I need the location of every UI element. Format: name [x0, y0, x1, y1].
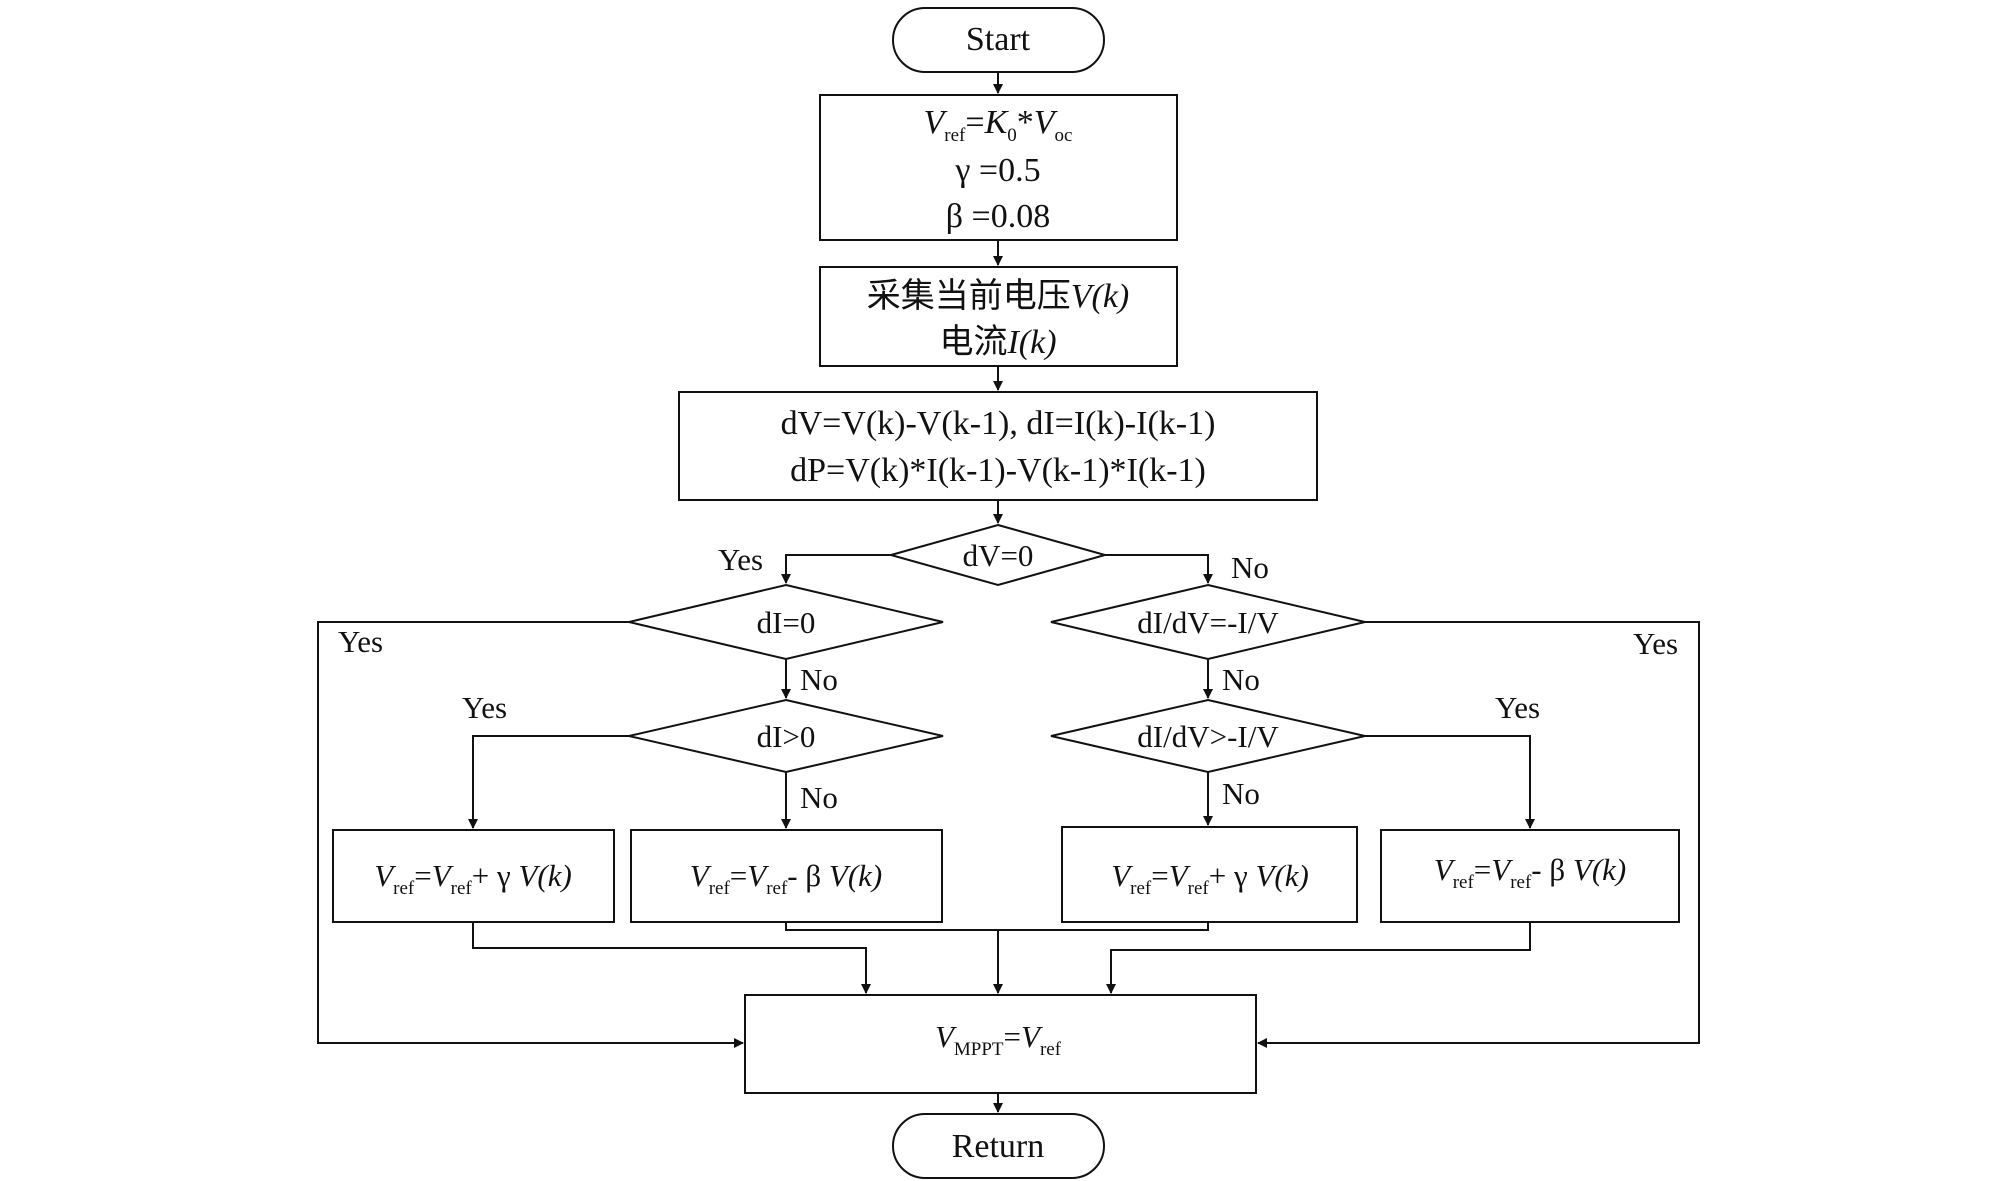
yes-label-didv-eq: Yes	[1633, 626, 1678, 661]
no-label-di-zero: No	[800, 662, 838, 697]
connector-didv-eq-yes	[1257, 621, 1700, 1048]
yes-label-dv: Yes	[718, 542, 763, 577]
yes-label-di-pos: Yes	[462, 690, 507, 725]
init-line-2: γ =0.5	[954, 152, 1040, 189]
update-label-a: Vref=Vref+ γ V(k)	[374, 858, 572, 899]
no-label-didv-gt: No	[1222, 776, 1260, 811]
update-label-c: Vref=Vref+ γ V(k)	[1111, 858, 1309, 899]
connector-dv-no	[1105, 554, 1213, 584]
output-box	[744, 994, 1257, 1094]
decision-dv-zero-label: dV=0	[963, 538, 1034, 573]
connector-dv-yes	[781, 554, 891, 584]
compute-box	[678, 391, 1318, 501]
connector-di-pos-yes	[468, 735, 629, 829]
connector-d-merge	[1106, 922, 1531, 994]
connector-a-merge	[472, 922, 871, 994]
return-terminator	[892, 1113, 1105, 1179]
compute-line-1: dV=V(k)-V(k-1), dI=I(k)-I(k-1)	[781, 405, 1216, 442]
sample-line-1: 采集当前电压V(k)	[867, 277, 1130, 315]
update-label-d: Vref=Vref- β V(k)	[1434, 852, 1627, 893]
update-label-b: Vref=Vref- β V(k)	[690, 858, 883, 899]
decision-di-positive-label: dI>0	[757, 719, 816, 754]
init-line-3: β =0.08	[946, 198, 1050, 235]
update-box-c	[1061, 826, 1358, 923]
decision-dv-zero	[887, 523, 1109, 587]
connector-didv-gt-yes	[1365, 735, 1535, 829]
return-label: Return	[952, 1128, 1045, 1165]
connector-bc-merge	[785, 922, 1209, 931]
start-label: Start	[966, 21, 1031, 58]
yes-label-didv-gt: Yes	[1495, 690, 1540, 725]
sample-box	[819, 266, 1178, 367]
yes-label-di-zero: Yes	[338, 624, 383, 659]
no-label-dv: No	[1231, 550, 1269, 585]
no-label-didv-eq: No	[1222, 662, 1260, 697]
update-box-d	[1380, 829, 1680, 923]
init-box	[819, 94, 1178, 241]
output-label: VMPPT=Vref	[935, 1019, 1062, 1060]
compute-line-2: dP=V(k)*I(k-1)-V(k-1)*I(k-1)	[790, 452, 1206, 489]
connector-di-zero-yes	[317, 621, 744, 1048]
decision-didv-equal-label: dI/dV=-I/V	[1137, 605, 1279, 640]
no-label-di-pos: No	[800, 780, 838, 815]
decision-didv-greater-label: dI/dV>-I/V	[1137, 719, 1279, 754]
sample-line-2: 电流I(k)	[939, 323, 1056, 361]
decision-di-zero-label: dI=0	[757, 605, 816, 640]
